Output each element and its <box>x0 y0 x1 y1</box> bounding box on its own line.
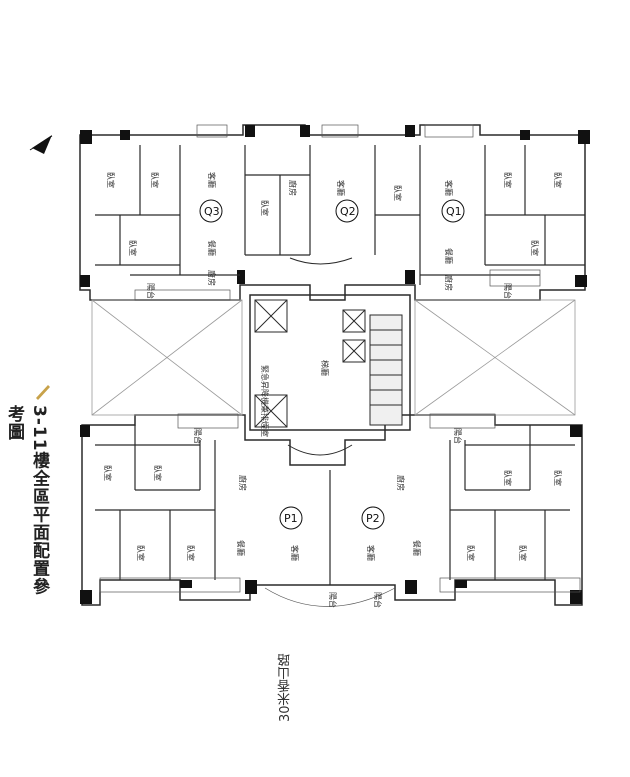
label-balcony-q1: 陽台 <box>503 283 513 299</box>
label-bedroom-5: 臥室 <box>553 172 563 188</box>
label-dining-p2: 餐廳 <box>412 540 422 556</box>
label-living-p1: 客廳 <box>290 545 300 561</box>
unit-markers <box>199 199 465 530</box>
label-bedroom-p2c: 臥室 <box>466 545 476 561</box>
label-dining-q3: 餐廳 <box>207 240 217 256</box>
wall-blocks <box>80 125 590 604</box>
unit-label-p2: P2 <box>366 512 380 525</box>
label-refuge: 緊急昇降機兼排煙室 <box>260 365 270 437</box>
label-balcony-p1: 陽台 <box>193 428 203 444</box>
label-living-q2: 客廳 <box>336 180 346 196</box>
north-arrow-icon <box>29 135 53 154</box>
label-kitchen-q2: 廚房 <box>288 180 298 196</box>
room-labels: 臥室 臥室 客廳 餐廳 廚房 臥室 陽台 臥室 客廳 廚房 臥室 客廳 餐廳 廚… <box>103 172 563 608</box>
label-bedroom-q2b: 臥室 <box>393 185 403 201</box>
label-kitchen-p2: 廚房 <box>396 475 406 491</box>
label-living-p2: 客廳 <box>366 545 376 561</box>
unit-label-q1: Q1 <box>446 205 462 218</box>
balcony-bays <box>99 124 581 607</box>
unit-labels: Q3 Q2 Q1 P1 P2 <box>204 205 462 525</box>
label-balcony-p2: 陽台 <box>453 428 463 444</box>
label-bedroom-p2a: 臥室 <box>503 470 513 486</box>
bottom-partitions <box>95 425 575 585</box>
label-bedroom-1: 臥室 <box>106 172 116 188</box>
label-bedroom-4: 臥室 <box>503 172 513 188</box>
label-bedroom-3: 臥室 <box>128 240 138 256</box>
label-kitchen-p1: 廚房 <box>238 475 248 491</box>
label-bedroom-p2b: 臥室 <box>553 470 563 486</box>
label-living-q1: 客廳 <box>444 180 454 196</box>
label-bedroom-p1d: 臥室 <box>186 545 196 561</box>
label-bedroom-p1b: 臥室 <box>153 465 163 481</box>
building-outline <box>79 124 586 606</box>
unit-label-p1: P1 <box>284 512 298 525</box>
label-bedroom-p1c: 臥室 <box>136 545 146 561</box>
title-accent-icon <box>36 385 50 400</box>
light-wells <box>91 299 576 416</box>
label-dining-p1: 餐廳 <box>236 540 246 556</box>
label-lobby: 梯廳 <box>320 360 330 376</box>
road-label: 30米香山路 <box>278 653 293 722</box>
label-balcony-p2b: 陽台 <box>373 592 383 608</box>
label-bedroom-6: 臥室 <box>530 240 540 256</box>
top-partitions <box>95 145 585 285</box>
label-bedroom-p2d: 臥室 <box>518 545 528 561</box>
label-bedroom-q2: 臥室 <box>260 200 270 216</box>
label-kitchen-q3: 廚房 <box>207 270 217 286</box>
plan-title: 3-11樓全區平面配置參考圖 <box>4 405 49 596</box>
unit-label-q2: Q2 <box>340 205 356 218</box>
label-living-q3: 客廳 <box>207 172 217 188</box>
label-kitchen-q1: 廚房 <box>444 275 454 291</box>
unit-label-q3: Q3 <box>204 205 220 218</box>
label-bedroom-p1a: 臥室 <box>103 465 113 481</box>
label-balcony-q3: 陽台 <box>146 283 156 299</box>
label-dining-q1: 餐廳 <box>444 248 454 264</box>
label-bedroom-2: 臥室 <box>150 172 160 188</box>
core-elements <box>254 257 403 456</box>
label-balcony-p1b: 陽台 <box>328 592 338 608</box>
